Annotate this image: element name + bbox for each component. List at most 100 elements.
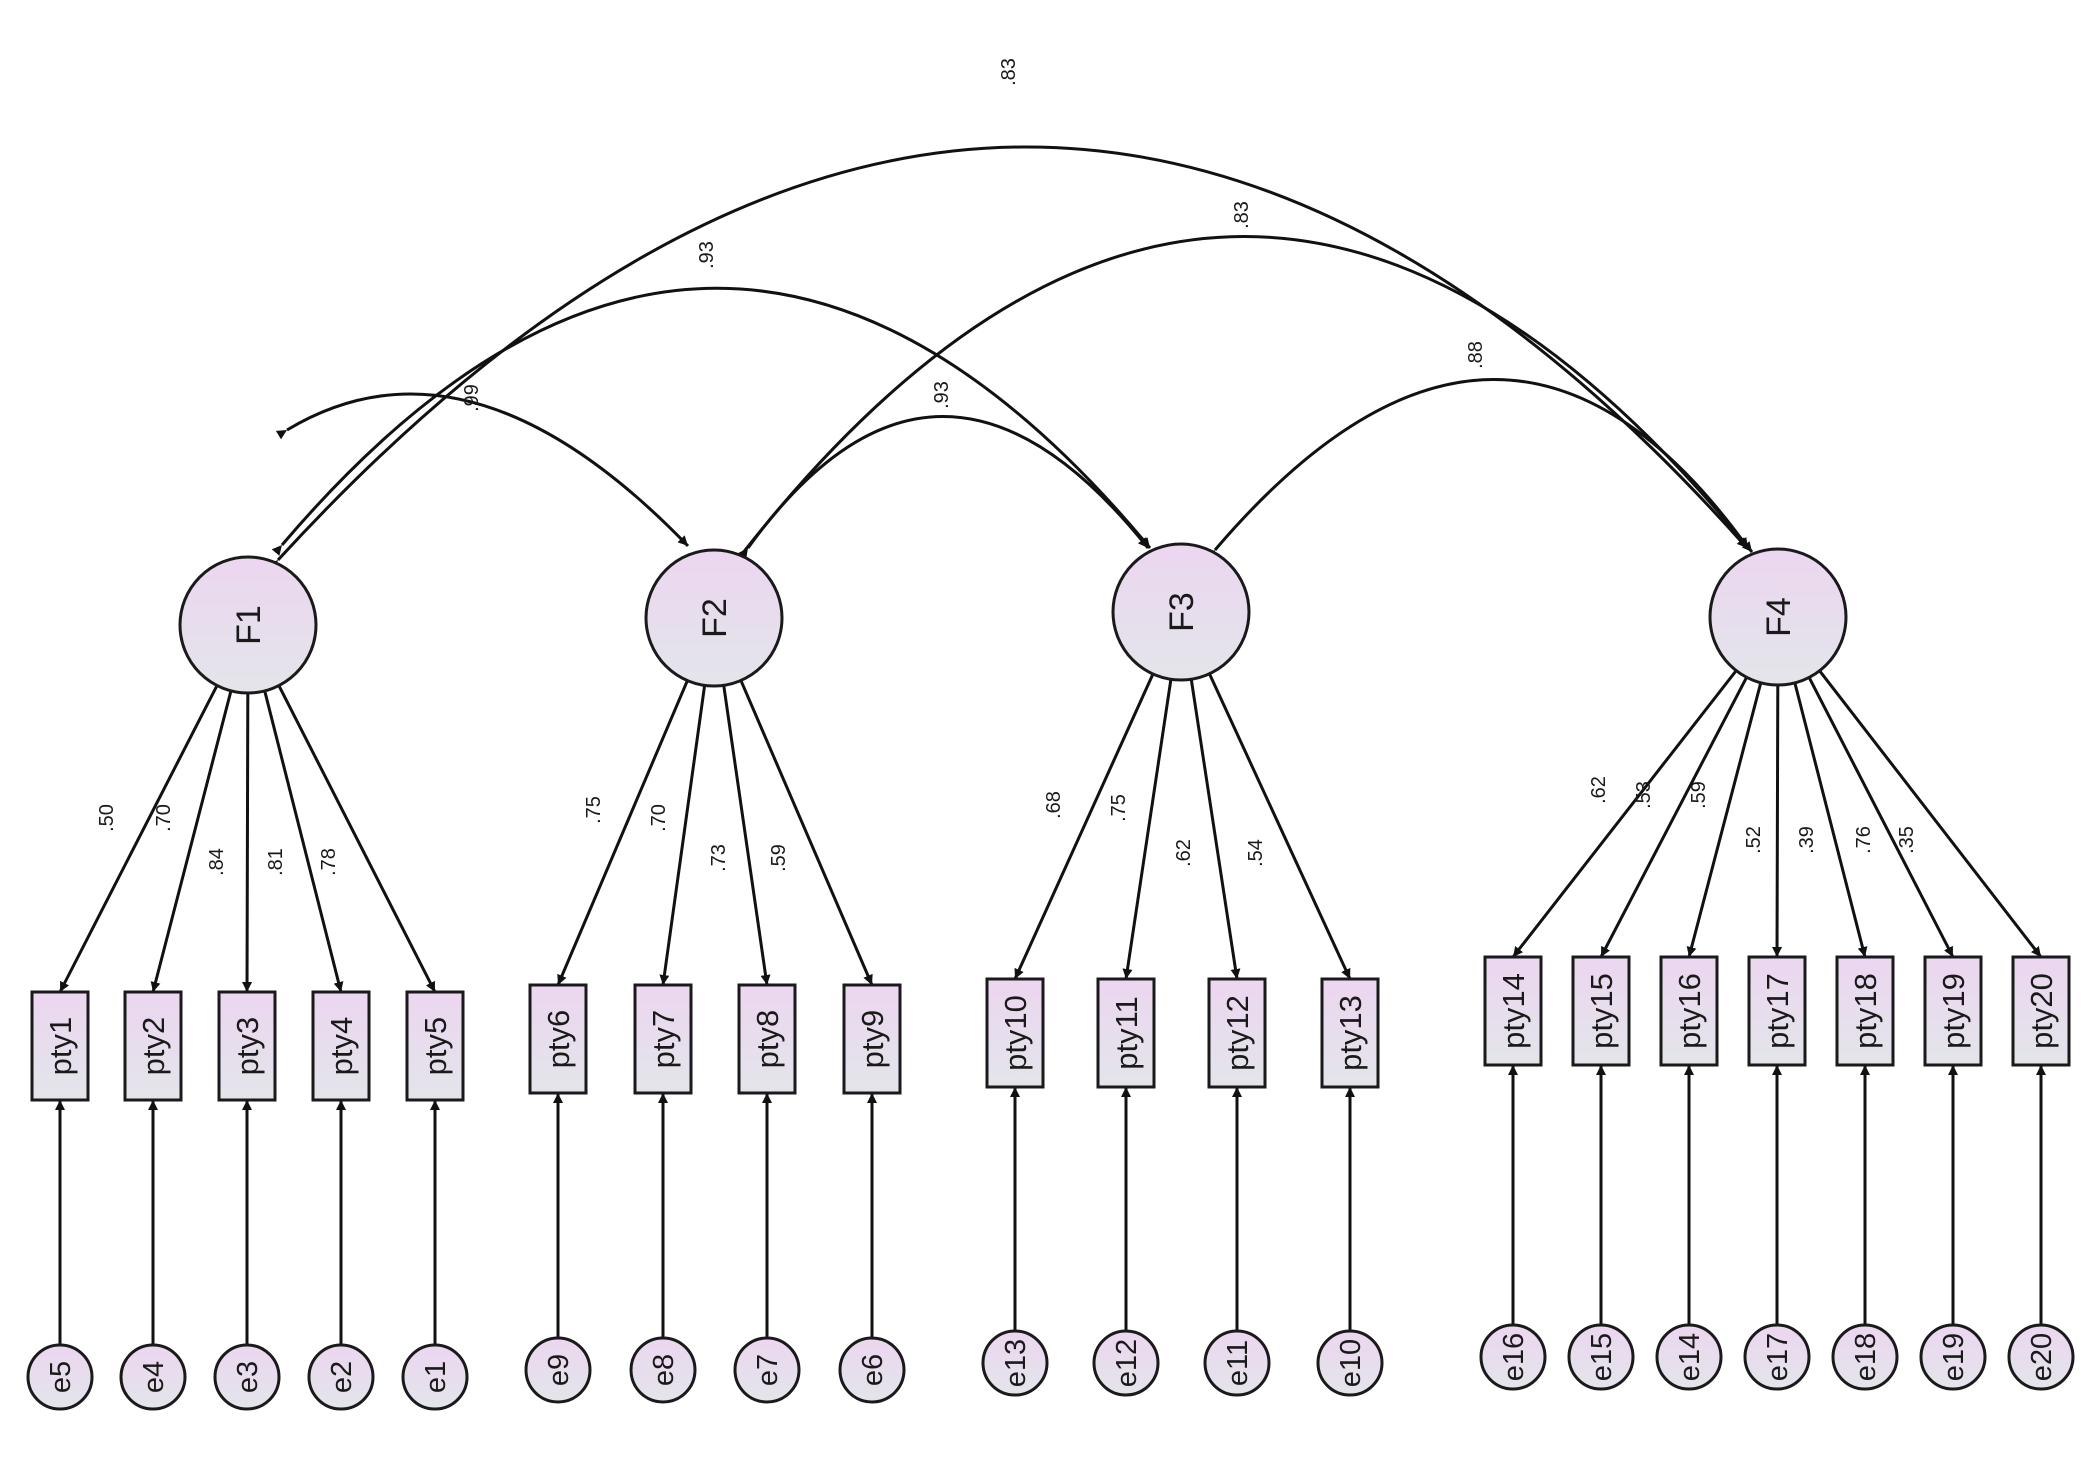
indicator-box-pty4[interactable]: [311, 990, 371, 1102]
indicator-box-pty7[interactable]: [633, 983, 693, 1095]
loading-label-pty17: .52: [1743, 826, 1765, 854]
error-node-e7[interactable]: [733, 1336, 801, 1404]
error-node-e18[interactable]: [1831, 1323, 1899, 1391]
loading-label-pty12: .62: [1173, 839, 1195, 867]
indicator-box-pty9[interactable]: [842, 983, 902, 1095]
loading-label-pty9: .59: [768, 844, 790, 872]
loading-path-pty18: [1793, 682, 1868, 958]
indicator-box-pty11[interactable]: [1096, 977, 1156, 1089]
loading-label-pty19: .76: [1853, 826, 1875, 854]
error-label-e12: e12: [1111, 1339, 1143, 1387]
indicator-box-pty3[interactable]: [217, 990, 277, 1102]
indicator-box-pty5[interactable]: [405, 990, 465, 1102]
indicator-box-pty15[interactable]: [1571, 955, 1631, 1067]
loading-path-pty13: [1208, 673, 1352, 980]
error-node-e11[interactable]: [1203, 1329, 1271, 1397]
loading-path-pty19: [1807, 676, 1955, 958]
indicator-box-pty2[interactable]: [123, 990, 183, 1102]
factor-label-f1: F1: [230, 605, 268, 645]
error-label-e9: e9: [543, 1354, 575, 1386]
covariance-arc-f1-f3: [271, 286, 1152, 556]
indicator-box-pty8[interactable]: [737, 983, 797, 1095]
error-node-e9[interactable]: [524, 1336, 592, 1404]
indicator-box-pty13[interactable]: [1320, 977, 1380, 1089]
error-node-e2[interactable]: [307, 1343, 375, 1411]
loading-path-pty6: [556, 679, 689, 986]
loading-label-pty11: .75: [1108, 794, 1130, 822]
error-label-e13: e13: [1000, 1339, 1032, 1387]
covariance-arc-f3-f4: [1204, 378, 1750, 561]
error-node-e4[interactable]: [119, 1343, 187, 1411]
error-node-e14[interactable]: [1655, 1323, 1723, 1391]
error-label-e19: e19: [1938, 1333, 1970, 1381]
error-node-e10[interactable]: [1316, 1329, 1384, 1397]
indicator-label-pty19: pty19: [1936, 973, 1971, 1049]
factor-node-f1[interactable]: [178, 555, 318, 695]
indicator-label-pty8: pty8: [750, 1010, 785, 1069]
error-label-e1: e1: [420, 1361, 452, 1393]
error-label-e6: e6: [857, 1354, 889, 1386]
indicator-label-pty17: pty17: [1760, 973, 1795, 1049]
error-node-e12[interactable]: [1092, 1329, 1160, 1397]
loading-path-pty11: [1122, 679, 1173, 980]
error-node-e19[interactable]: [1919, 1323, 1987, 1391]
indicator-box-pty16[interactable]: [1659, 955, 1719, 1067]
loading-label-pty14: .62: [1588, 776, 1610, 804]
error-node-e13[interactable]: [981, 1329, 1049, 1397]
indicator-box-pty17[interactable]: [1747, 955, 1807, 1067]
error-node-e16[interactable]: [1479, 1323, 1547, 1391]
loading-label-pty2: .70: [153, 804, 175, 832]
error-label-e18: e18: [1850, 1333, 1882, 1381]
covariance-arc-f2-f4: [731, 235, 1754, 565]
error-label-e8: e8: [648, 1354, 680, 1386]
factor-node-f3[interactable]: [1111, 542, 1251, 682]
error-label-e3: e3: [232, 1361, 264, 1393]
indicator-box-pty6[interactable]: [528, 983, 588, 1095]
loading-path-pty1: [58, 684, 219, 993]
covariance-label-f1-f4: .83: [998, 58, 1020, 86]
error-label-e5: e5: [45, 1361, 77, 1393]
error-node-e1[interactable]: [401, 1343, 469, 1411]
error-label-e20: e20: [2026, 1333, 2058, 1381]
error-node-e5[interactable]: [26, 1343, 94, 1411]
factor-node-f4[interactable]: [1708, 547, 1848, 687]
factor-node-f2[interactable]: [644, 548, 784, 688]
indicator-box-pty10[interactable]: [985, 977, 1045, 1089]
covariance-arc-f2-f3: [738, 415, 1150, 560]
loading-path-pty2: [150, 690, 233, 993]
indicator-box-pty20[interactable]: [2011, 955, 2071, 1067]
indicator-box-pty18[interactable]: [1835, 955, 1895, 1067]
edges-layer: [55, 145, 2046, 1345]
loading-label-pty7: .70: [648, 804, 670, 832]
loading-label-pty16: .59: [1688, 781, 1710, 809]
error-node-e6[interactable]: [838, 1336, 906, 1404]
indicator-box-pty19[interactable]: [1923, 955, 1983, 1067]
indicator-label-pty9: pty9: [855, 1010, 890, 1069]
indicator-box-pty12[interactable]: [1207, 977, 1267, 1089]
error-node-e20[interactable]: [2007, 1323, 2075, 1391]
indicator-box-pty14[interactable]: [1483, 955, 1543, 1067]
indicator-label-pty14: pty14: [1496, 973, 1531, 1049]
error-node-e15[interactable]: [1567, 1323, 1635, 1391]
loading-label-pty18: .39: [1796, 826, 1818, 854]
loading-label-pty8: .73: [708, 844, 730, 872]
error-label-e10: e10: [1335, 1339, 1367, 1387]
error-node-e17[interactable]: [1743, 1323, 1811, 1391]
loading-label-pty4: .81: [265, 848, 287, 876]
error-label-e16: e16: [1498, 1333, 1530, 1381]
indicator-label-pty6: pty6: [541, 1010, 576, 1069]
indicator-box-pty1[interactable]: [30, 990, 90, 1102]
loading-path-pty20: [1818, 669, 2043, 958]
loading-label-pty3: .84: [206, 848, 228, 876]
indicator-label-pty12: pty12: [1220, 995, 1255, 1071]
indicator-label-pty5: pty5: [418, 1017, 453, 1076]
error-node-e3[interactable]: [213, 1343, 281, 1411]
indicator-label-pty11: pty11: [1109, 996, 1144, 1070]
loading-label-pty20: .35: [1896, 826, 1918, 854]
covariance-label-f3-f4: .88: [1465, 341, 1487, 369]
loading-path-pty17: [1772, 684, 1783, 958]
indicator-label-pty15: pty15: [1584, 973, 1619, 1049]
error-node-e8[interactable]: [629, 1336, 697, 1404]
loading-path-pty4: [263, 690, 344, 993]
